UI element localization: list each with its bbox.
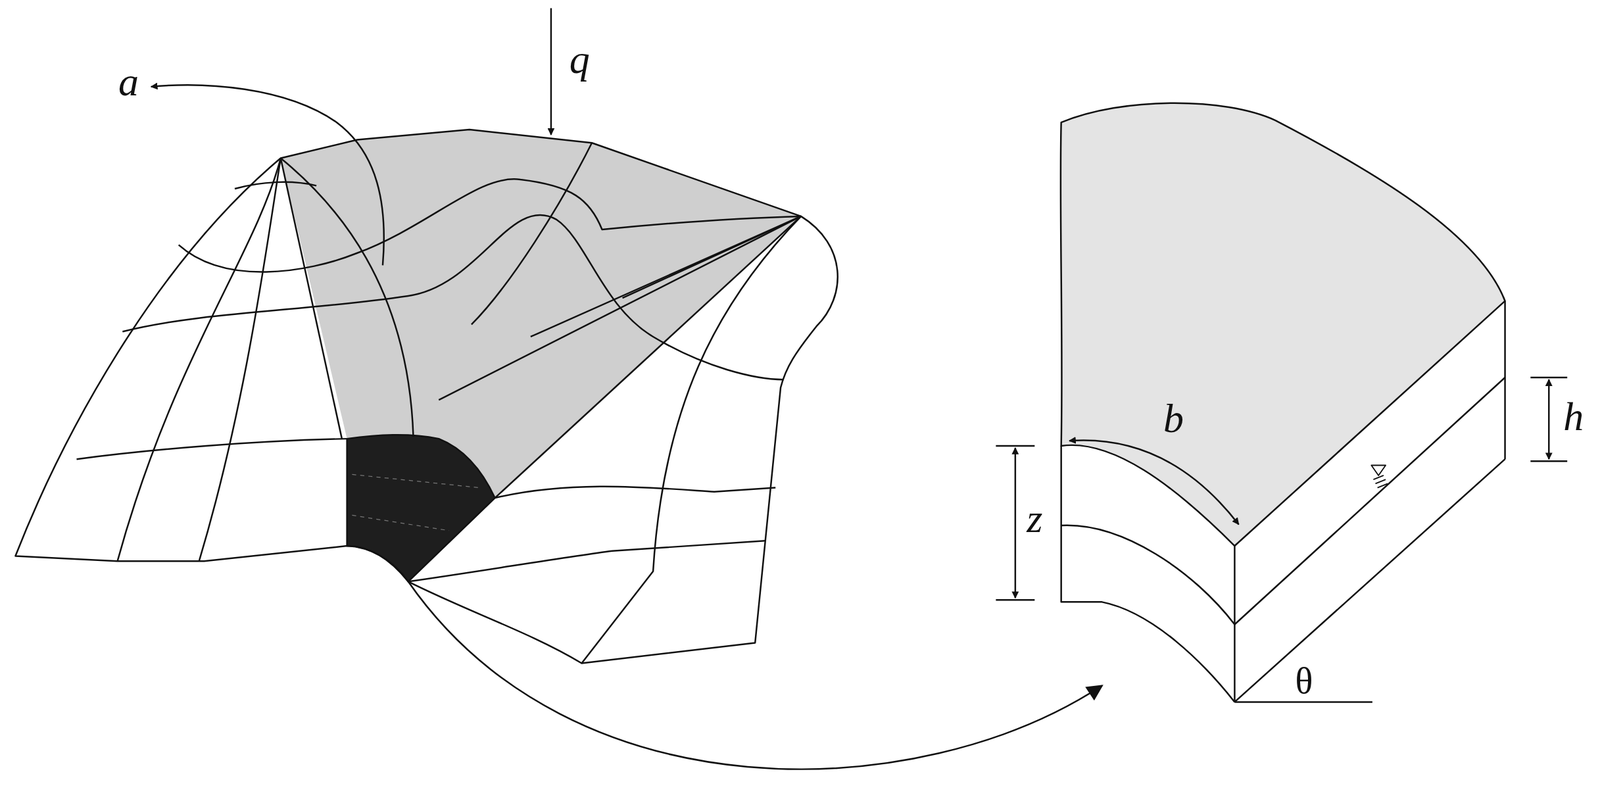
width-label: b <box>1163 397 1184 439</box>
element-left-face <box>1061 445 1236 702</box>
grid-line <box>280 157 414 437</box>
grid-line <box>581 216 801 664</box>
rainfall-arrow <box>550 7 552 135</box>
slope-baseline <box>1234 701 1372 703</box>
area-arrow <box>151 84 385 266</box>
hillslope-element <box>347 434 496 582</box>
slope-angle-label: θ <box>1295 662 1314 700</box>
transfer-arrow <box>408 581 1103 769</box>
grid-line <box>76 438 348 460</box>
element-top-face <box>1060 103 1506 546</box>
dimension-arrow <box>1548 379 1550 460</box>
width-arrow <box>1069 439 1239 525</box>
rainfall-label: q <box>569 38 590 80</box>
grid-line <box>530 216 801 337</box>
grid-line <box>471 142 592 325</box>
grid-line <box>408 540 766 582</box>
water-table-symbol <box>1371 464 1388 488</box>
grid-line <box>199 157 281 561</box>
depth-label: z <box>1026 497 1043 539</box>
grid-line <box>495 216 801 498</box>
grid-line <box>438 216 801 400</box>
dimension-arrow <box>1014 447 1017 598</box>
dimension-line <box>1530 377 1568 461</box>
grid-line <box>280 157 342 439</box>
area-label: a <box>118 61 139 102</box>
grid-line <box>622 216 802 298</box>
catchment-outline <box>15 129 838 663</box>
water-height-label: h <box>1563 395 1584 437</box>
grid-line <box>495 486 776 498</box>
grid-lines <box>76 142 802 663</box>
water-table <box>1061 377 1506 625</box>
element-hatch <box>351 474 480 531</box>
grid-line <box>117 157 281 561</box>
